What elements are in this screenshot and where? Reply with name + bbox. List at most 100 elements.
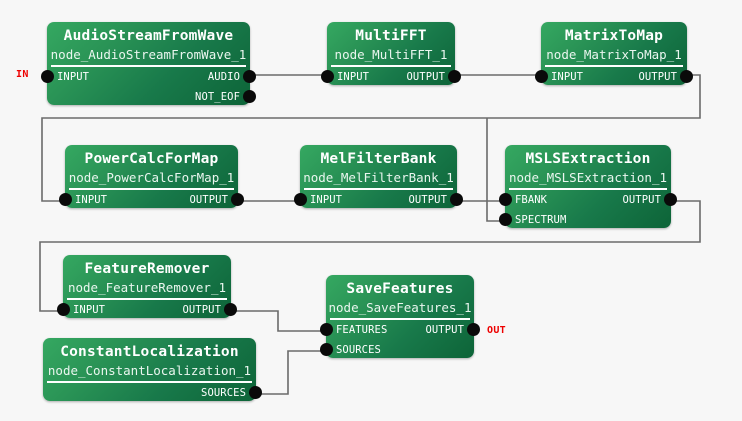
input-port-dot-input[interactable] <box>57 303 70 316</box>
node-header-divider <box>545 65 683 67</box>
port-row: INPUT OUTPUT <box>321 67 461 87</box>
output-port-label: OUTPUT <box>622 194 661 206</box>
node-instance-name: node_PowerCalcForMap_1 <box>68 170 235 185</box>
node-header: SaveFeatures node_SaveFeatures_1 <box>326 275 474 316</box>
output-port-label: OUTPUT <box>408 194 447 206</box>
node-header-divider <box>330 318 470 320</box>
node-header-divider <box>509 188 667 190</box>
node-audio-stream-from-wave[interactable]: AudioStreamFromWave node_AudioStreamFromW… <box>41 22 256 107</box>
output-port-dot-audio[interactable] <box>243 70 256 83</box>
output-port-dot-output[interactable] <box>664 193 677 206</box>
node-instance-name: node_MelFilterBank_1 <box>303 170 454 185</box>
output-port-dot-output[interactable] <box>448 70 461 83</box>
port-row: SPECTRUM <box>499 210 671 230</box>
node-title: MSLSExtraction <box>525 151 651 167</box>
output-port-label: AUDIO <box>207 71 240 83</box>
input-port-dot-input[interactable] <box>41 70 54 83</box>
port-row: INPUT OUTPUT <box>294 190 463 210</box>
output-port-dot-output[interactable] <box>231 193 244 206</box>
node-header-divider <box>47 381 252 383</box>
node-header: MelFilterBank node_MelFilterBank_1 <box>300 145 457 186</box>
node-header: FeatureRemover node_FeatureRemover_1 <box>63 255 231 296</box>
graph-io-tag-out: OUT <box>487 325 506 336</box>
input-port-dot-fbank[interactable] <box>499 193 512 206</box>
node-title: MultiFFT <box>355 28 427 44</box>
output-port-dot-output[interactable] <box>467 323 480 336</box>
node-instance-name: node_SaveFeatures_1 <box>328 300 472 315</box>
port-row: INPUT AUDIO <box>41 67 256 87</box>
node-header-divider <box>67 298 227 300</box>
input-port-dot-features[interactable] <box>320 323 333 336</box>
output-port-dot-sources[interactable] <box>249 386 262 399</box>
node-header: ConstantLocalization node_ConstantLocaliz… <box>43 338 256 379</box>
port-row: SOURCES <box>320 340 474 360</box>
output-port-label: OUTPUT <box>406 71 445 83</box>
input-port-label: INPUT <box>57 71 90 83</box>
node-instance-name: node_MatrixToMap_1 <box>546 47 682 62</box>
input-port-dot-input[interactable] <box>294 193 307 206</box>
output-port-dot-not-eof[interactable] <box>243 90 256 103</box>
input-port-label: SPECTRUM <box>515 214 567 226</box>
port-row: FBANK OUTPUT <box>499 190 677 210</box>
node-title: SaveFeatures <box>346 281 454 297</box>
port-row: INPUT OUTPUT <box>535 67 693 87</box>
input-port-label: SOURCES <box>336 344 381 356</box>
input-port-dot-input[interactable] <box>59 193 72 206</box>
input-port-label: INPUT <box>75 194 108 206</box>
node-header-divider <box>69 188 234 190</box>
output-port-label: OUTPUT <box>425 324 464 336</box>
input-port-label: INPUT <box>337 71 370 83</box>
input-port-dot-input[interactable] <box>535 70 548 83</box>
node-title: FeatureRemover <box>84 261 210 277</box>
output-port-label: OUTPUT <box>638 71 677 83</box>
input-port-dot-sources[interactable] <box>320 343 333 356</box>
port-row: INPUT OUTPUT <box>57 300 237 320</box>
node-header: MSLSExtraction node_MSLSExtraction_1 <box>505 145 671 186</box>
output-port-label: NOT_EOF <box>195 91 240 103</box>
output-port-label: OUTPUT <box>189 194 228 206</box>
node-header: MatrixToMap node_MatrixToMap_1 <box>541 22 687 63</box>
node-header-divider <box>304 188 453 190</box>
node-instance-name: node_ConstantLocalization_1 <box>47 363 252 378</box>
input-port-dot-input[interactable] <box>321 70 334 83</box>
node-instance-name: node_MultiFFT_1 <box>334 47 448 62</box>
node-title: MatrixToMap <box>564 28 664 44</box>
input-port-label: INPUT <box>551 71 584 83</box>
node-title: PowerCalcForMap <box>84 151 219 167</box>
node-title: AudioStreamFromWave <box>63 28 234 44</box>
node-constant-localization[interactable]: ConstantLocalization node_ConstantLocaliz… <box>43 338 262 403</box>
node-header-divider <box>331 65 451 67</box>
node-title: ConstantLocalization <box>60 344 239 360</box>
port-row: NOT_EOF <box>47 87 256 107</box>
node-header: MultiFFT node_MultiFFT_1 <box>327 22 455 63</box>
output-port-label: OUTPUT <box>182 304 221 316</box>
input-port-label: INPUT <box>310 194 343 206</box>
port-row: SOURCES <box>43 383 262 403</box>
node-instance-name: node_MSLSExtraction_1 <box>508 170 668 185</box>
node-header-divider <box>51 65 246 67</box>
node-title: MelFilterBank <box>320 151 437 167</box>
output-port-dot-output[interactable] <box>224 303 237 316</box>
input-port-label: FBANK <box>515 194 548 206</box>
node-instance-name: node_AudioStreamFromWave_1 <box>50 47 247 62</box>
port-row: INPUT OUTPUT <box>59 190 244 210</box>
input-port-label: INPUT <box>73 304 106 316</box>
output-port-label: SOURCES <box>201 387 246 399</box>
input-port-dot-spectrum[interactable] <box>499 213 512 226</box>
node-header: AudioStreamFromWave node_AudioStreamFromW… <box>47 22 250 63</box>
node-instance-name: node_FeatureRemover_1 <box>67 280 227 295</box>
node-header: PowerCalcForMap node_PowerCalcForMap_1 <box>65 145 238 186</box>
graph-io-tag-in: IN <box>16 69 29 80</box>
output-port-dot-output[interactable] <box>680 70 693 83</box>
output-port-dot-output[interactable] <box>450 193 463 206</box>
